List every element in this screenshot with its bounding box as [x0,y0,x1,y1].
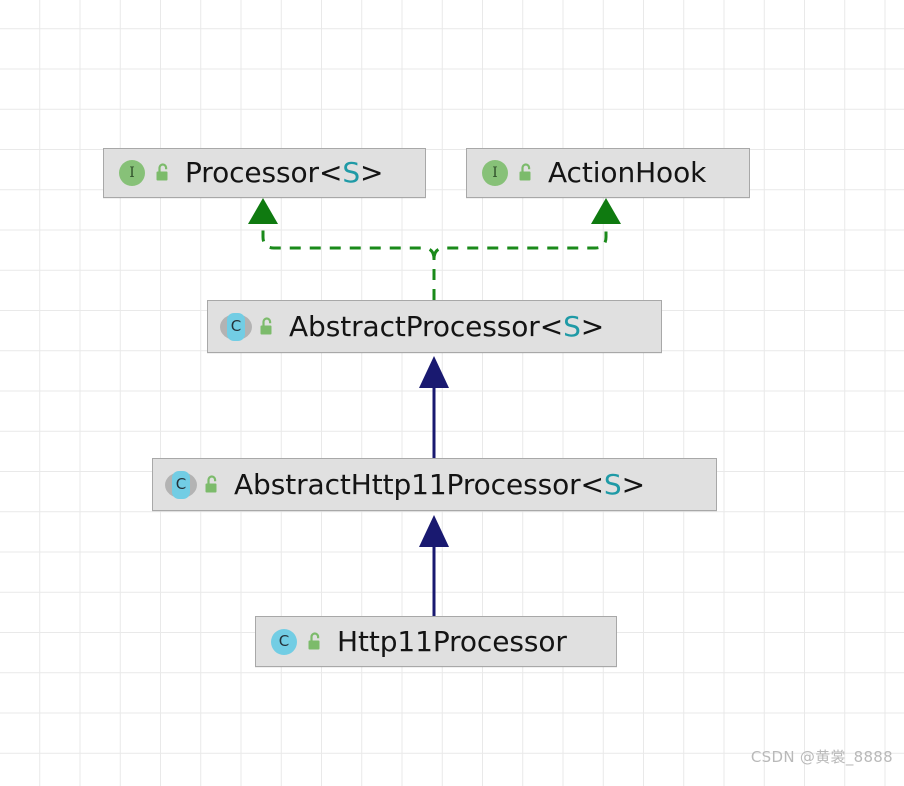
class-name-text: AbstractProcessor [289,309,540,343]
abstract-class-icon-glyph: C [230,317,242,335]
class-icon: C [268,626,300,658]
generic-open-bracket: < [580,467,604,501]
realization-arrowhead-left [248,198,278,224]
class-node-abstract-http11-processor[interactable]: C AbstractHttp11Processor<S> [152,458,717,511]
class-icon-glyph: C [278,632,290,650]
open-padlock-icon [303,631,323,653]
generic-param-text: S [342,156,361,189]
abstract-class-icon-glyph: C [175,475,187,493]
watermark: CSDN @黄裳_8888 [750,748,893,766]
class-node-label: Http11Processor [337,624,567,658]
open-padlock-icon [151,162,171,184]
open-padlock-icon [255,316,275,338]
generic-close-bracket: > [360,156,384,189]
edge-generalization-abstracthttp11processor-abstractprocessor [419,356,449,458]
class-node-label: AbstractProcessor<S> [289,309,605,343]
class-node-processor[interactable]: I Processor<S> [103,148,426,198]
generic-close-bracket: > [621,467,645,501]
open-padlock-icon [514,162,534,184]
generic-close-bracket: > [580,309,605,343]
generalization-arrowhead-upper [419,356,449,388]
class-name-text: ActionHook [548,156,707,189]
class-node-action-hook[interactable]: I ActionHook [466,148,750,198]
class-node-label: ActionHook [548,159,706,187]
class-node-label: AbstractHttp11Processor<S> [234,467,645,501]
interface-icon: I [116,157,148,189]
class-node-label: Processor<S> [185,156,384,189]
abstract-class-icon: C [165,469,197,501]
edge-realization-abstractprocessor-actionhook [432,198,621,260]
class-name-text: AbstractHttp11Processor [234,467,581,501]
class-node-abstract-processor[interactable]: C AbstractProcessor<S> [207,300,662,353]
class-name-text: Processor [185,156,319,189]
generic-open-bracket: < [318,156,343,189]
interface-icon-glyph: I [492,165,498,181]
open-padlock-icon [200,474,220,496]
interface-icon: I [479,157,511,189]
class-node-http11-processor[interactable]: C Http11Processor [255,616,617,667]
interface-icon-glyph: I [129,165,135,181]
generalization-arrowhead-lower [419,515,449,547]
edge-realization-abstractprocessor-processor [248,198,436,300]
abstract-class-icon: C [220,311,252,343]
class-name-text: Http11Processor [337,624,567,658]
edge-generalization-http11processor-abstracthttp11processor [419,515,449,616]
generic-param-text: S [603,467,622,501]
generic-param-text: S [563,309,581,343]
generic-open-bracket: < [539,309,564,343]
realization-arrowhead-right [591,198,621,224]
